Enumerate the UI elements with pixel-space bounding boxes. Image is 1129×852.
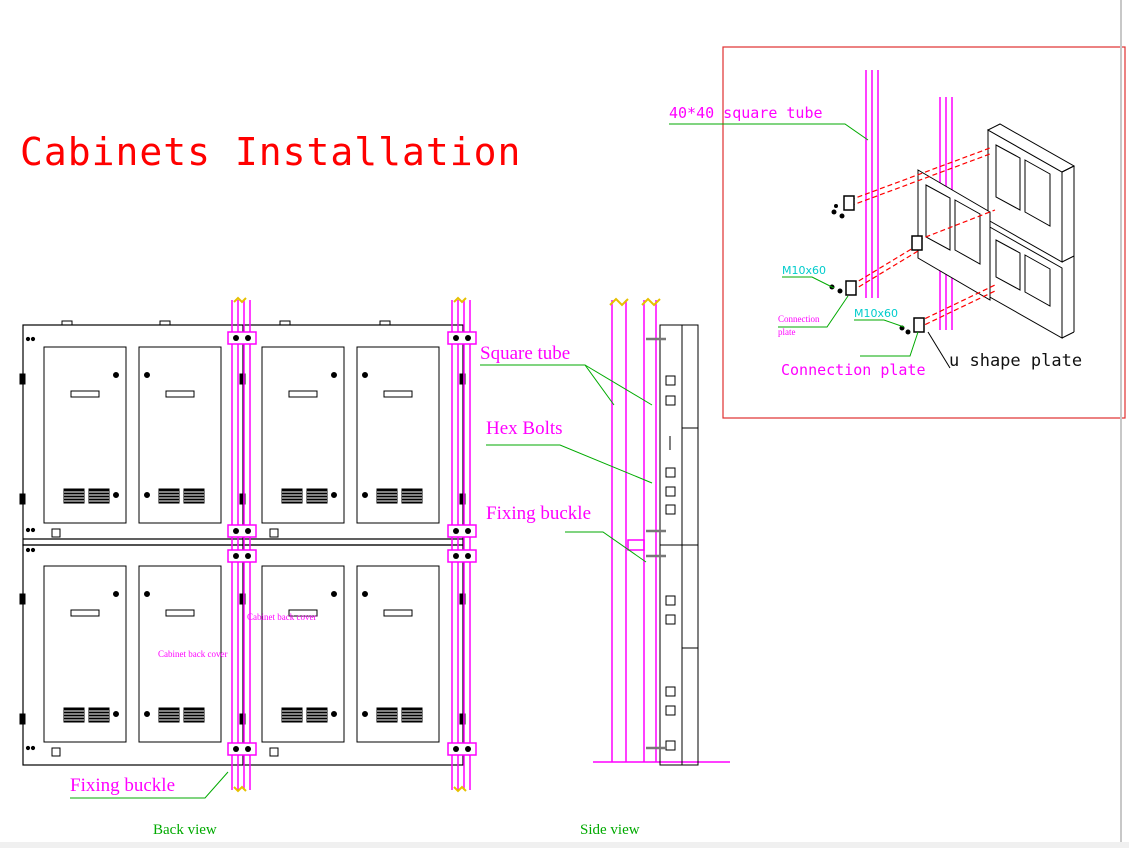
bottom-strip: [0, 842, 1129, 848]
detail-border: [722, 46, 1126, 419]
cabinet-back-cover-label-1: Cabinet back cover: [158, 649, 227, 659]
page-title: Cabinets Installation: [20, 130, 521, 174]
fixing-buckle: [227, 524, 257, 538]
side-view-hex-bolts-label: Hex Bolts: [486, 418, 563, 439]
fixing-buckle: [447, 331, 477, 345]
module-panel: [356, 565, 440, 743]
module-panel: [261, 346, 345, 524]
fixing-buckle: [227, 742, 257, 756]
fixing-buckle: [227, 331, 257, 345]
back-view-fixing-buckle-label: Fixing buckle: [70, 775, 175, 796]
fixing-buckle: [447, 524, 477, 538]
module-panel: [261, 565, 345, 743]
detail-connection-plate-small-1: Connection: [778, 314, 820, 324]
module-panel: [138, 565, 222, 743]
detail-square-tube-label: 40*40 square tube: [669, 104, 823, 122]
fixing-buckle-leader: [70, 771, 229, 799]
side-view-square-tube-label: Square tube: [480, 343, 570, 364]
back-view: Cabinet back cover Cabinet back cover Fi…: [19, 296, 477, 838]
detail-view: 40*40 square tube M10x60 M10x60 Connecti…: [669, 46, 1126, 419]
window-edge: [1120, 0, 1122, 848]
detail-u-shape-plate-label: u shape plate: [949, 351, 1082, 371]
back-view-caption: Back view: [153, 822, 217, 838]
module-panel: [43, 346, 127, 524]
fixing-buckle: [227, 549, 257, 563]
fixing-buckle: [447, 742, 477, 756]
module-panel: [138, 346, 222, 524]
detail-connection-plate-small-2: plate: [778, 327, 796, 337]
module-panel: [356, 346, 440, 524]
side-view-caption: Side view: [580, 822, 640, 838]
detail-connection-plate-label: Connection plate: [781, 361, 926, 379]
detail-bolt-label-1: M10x60: [782, 264, 826, 277]
cabinet-back-cover-label-2: Cabinet back cover: [247, 612, 316, 622]
detail-bolt-label-2: M10x60: [854, 307, 898, 320]
side-view: Square tube Hex Bolts Fixing buckle Side…: [480, 297, 730, 838]
module-panel: [43, 565, 127, 743]
side-view-fixing-buckle-label: Fixing buckle: [486, 503, 591, 524]
fixing-buckle: [447, 549, 477, 563]
